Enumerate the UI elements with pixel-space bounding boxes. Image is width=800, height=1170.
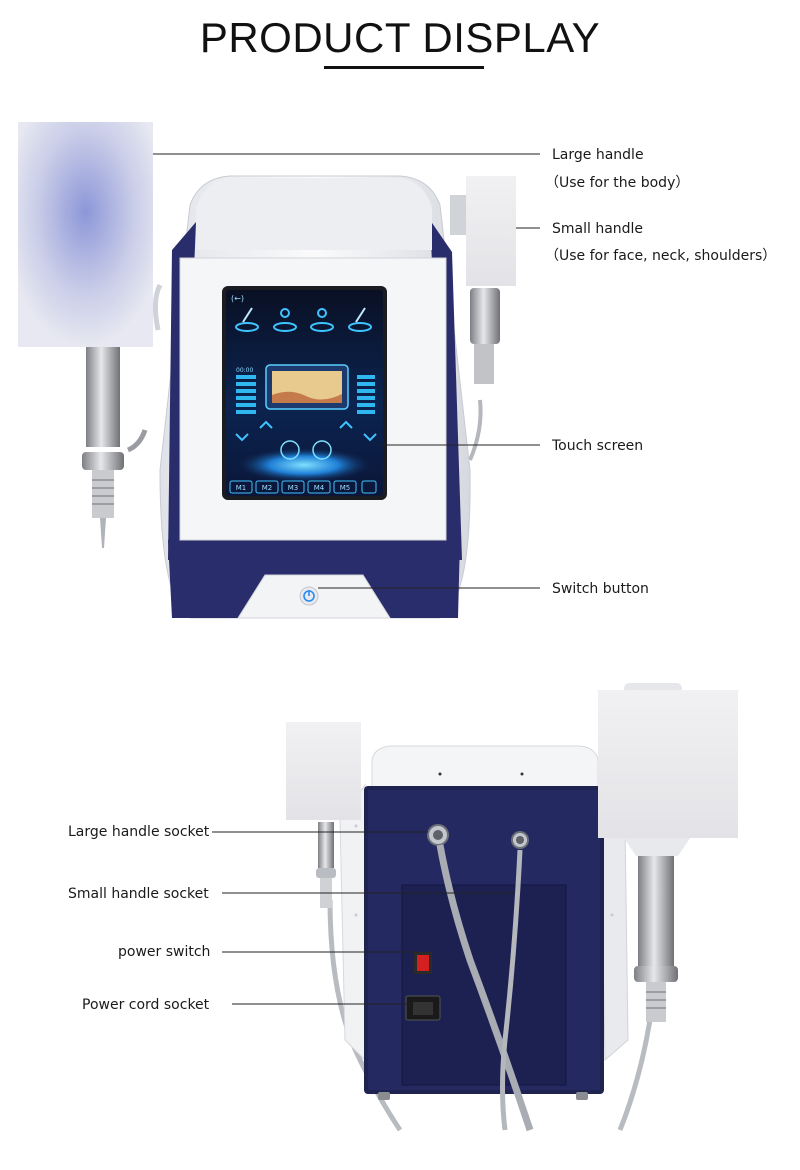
label-large-socket: Large handle socket <box>68 824 210 840</box>
red-switch-icon <box>417 955 429 971</box>
large-handle-head-blurred <box>18 122 153 347</box>
cable-right <box>468 399 483 461</box>
small-handle-back-blurred <box>286 722 361 820</box>
label-large-handle: Large handle <box>552 147 644 163</box>
label-power-switch: power switch <box>118 944 211 960</box>
large-handle-back-blurred <box>598 690 738 838</box>
svg-text:(←): (←) <box>231 294 244 303</box>
label-small-socket: Small handle socket <box>68 886 209 902</box>
leader-lines <box>153 153 540 1005</box>
small-handle-head-blurred <box>466 176 516 286</box>
label-switch-button: Switch button <box>552 581 649 597</box>
large-handle-back <box>598 683 738 1022</box>
small-handle-back <box>286 722 361 908</box>
label-large-handle-note: （Use for the body） <box>545 175 690 191</box>
label-power-cord: Power cord socket <box>82 997 210 1013</box>
title-underline <box>324 66 484 69</box>
cable-left-top <box>152 283 163 331</box>
back-device <box>339 745 629 1132</box>
screen-btn-m3: M3 <box>288 484 299 492</box>
large-handle-front <box>18 122 153 548</box>
screen-btn-m2: M2 <box>262 484 273 492</box>
screen-btn-m1: M1 <box>236 484 247 492</box>
label-touch-screen: Touch screen <box>552 438 644 454</box>
svg-text:00:00: 00:00 <box>236 367 253 374</box>
front-device: (←) 00:00 <box>159 175 471 619</box>
screen-btn-m4: M4 <box>314 484 325 492</box>
page-title: PRODUCT DISPLAY <box>199 14 601 61</box>
label-small-handle: Small handle <box>552 221 644 237</box>
screen-btn-m5: M5 <box>340 484 351 492</box>
label-small-handle-note: （Use for face, neck, shoulders） <box>545 248 777 264</box>
small-handle-front <box>450 176 516 384</box>
